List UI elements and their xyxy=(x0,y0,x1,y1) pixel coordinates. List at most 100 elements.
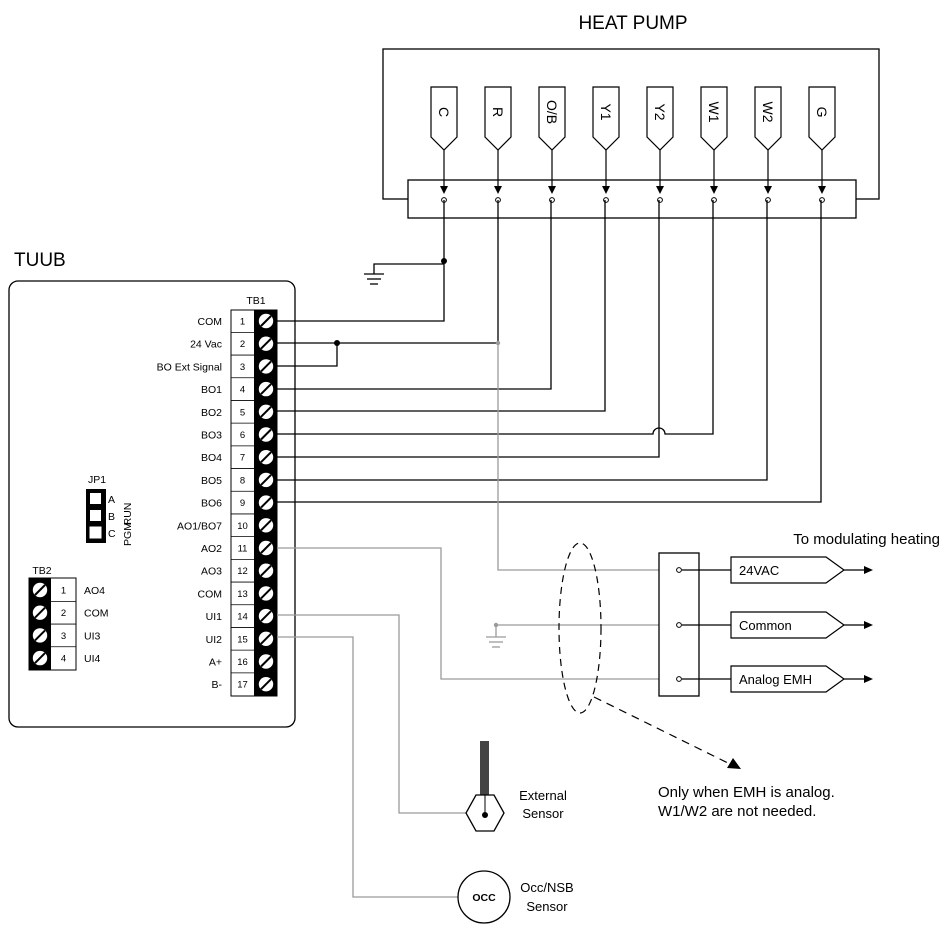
hp-terminal-1-tab xyxy=(484,86,512,151)
tb1-row-number: 4 xyxy=(240,385,245,396)
tb2-row-label: COM xyxy=(84,608,109,620)
hp-terminal-6-tab xyxy=(754,86,782,151)
tb1-row-label: BO Ext Signal xyxy=(157,361,222,373)
ground-wire-c xyxy=(373,263,444,274)
emh-note-line2: W1/W2 are not needed. xyxy=(658,803,816,820)
hp-terminal-0-arrow xyxy=(440,186,448,194)
hp-terminal-6-screw xyxy=(765,197,771,203)
wire-y1-bo2 xyxy=(277,200,606,412)
tb2-row-number: 2 xyxy=(61,608,66,619)
external-sensor: External Sensor xyxy=(465,741,567,832)
tb1-row-label: B- xyxy=(212,679,223,691)
jp1-run-label: RUN xyxy=(122,503,134,526)
tb1-row-number: 6 xyxy=(240,430,245,441)
tb1-row-label: BO4 xyxy=(201,452,222,464)
hp-terminal-3-screw xyxy=(603,197,609,203)
junction-dot-common-gray xyxy=(493,622,499,628)
tb1-row-number: 13 xyxy=(237,589,248,600)
tb1-screw-slot xyxy=(260,633,272,645)
tb1-screw-slot xyxy=(260,542,272,554)
emh-output-tag xyxy=(730,556,846,584)
note-pointer-arrowhead xyxy=(727,758,741,769)
analog-group-ellipse xyxy=(558,542,602,714)
emh-output-tag xyxy=(730,665,846,693)
tb1-screw-slot xyxy=(260,383,272,395)
tb1-row-number: 5 xyxy=(240,407,245,418)
emh-terminal-screw xyxy=(676,622,682,628)
hp-terminal-3-tab xyxy=(592,86,620,151)
tb2-row-number: 4 xyxy=(61,654,66,665)
hp-terminal-5-arrow xyxy=(710,186,718,194)
hp-terminal-4-label: Y2 xyxy=(652,103,668,120)
emh-output-arrowhead xyxy=(864,566,873,574)
tb2-screw-column xyxy=(29,578,51,670)
tb1-screw-slot xyxy=(260,474,272,486)
tb1-screw-slot xyxy=(260,315,272,327)
tb2-screw-slot xyxy=(34,584,46,596)
heat-pump-box xyxy=(382,48,880,200)
emh-header: To modulating heating xyxy=(793,531,940,548)
tb1-screw-slot xyxy=(260,337,272,350)
wiring xyxy=(277,200,822,898)
tb1-row-label: BO2 xyxy=(201,407,222,419)
hp-terminal-5-screw xyxy=(711,197,717,203)
tb1-row-label: COM xyxy=(198,316,223,328)
tb1-row-number: 10 xyxy=(237,521,248,532)
tb1-row-number: 8 xyxy=(240,475,245,486)
external-sensor-probe xyxy=(480,741,489,795)
emh-note-line1: Only when EMH is analog. xyxy=(658,784,835,801)
tb2-row-label: UI4 xyxy=(84,653,101,665)
hp-terminal-1-arrow xyxy=(494,186,502,194)
jp1-label-c: C xyxy=(108,528,116,540)
heat-pump-title: HEAT PUMP xyxy=(578,13,687,34)
wire-ao2-analog-emh xyxy=(277,547,680,680)
occ-sensor-symbol: OCC xyxy=(472,892,496,904)
tb1-row-number: 1 xyxy=(240,317,245,328)
tb2-row-number: 1 xyxy=(61,586,66,597)
wire-ob-bo1 xyxy=(277,200,552,390)
tb1-screw-slot xyxy=(260,360,272,373)
jp1-title: JP1 xyxy=(88,474,106,486)
hp-terminal-7-tab xyxy=(808,86,836,151)
tb1-screw-slot xyxy=(260,406,272,418)
wire-w1-bo3 xyxy=(277,200,714,435)
tb1-row-number: 17 xyxy=(237,680,248,691)
hp-terminal-0-tab xyxy=(430,86,458,151)
emh-output-label: Common xyxy=(739,618,792,633)
jp1-label-a: A xyxy=(108,494,115,506)
tb1-row-number: 2 xyxy=(240,339,245,350)
wire-w2-bo5 xyxy=(277,200,768,481)
jp1-pin-b xyxy=(90,510,101,521)
hp-terminal-3-arrow xyxy=(602,186,610,194)
note-pointer-line xyxy=(593,696,733,766)
tb1-row-number: 7 xyxy=(240,453,245,464)
hp-terminal-2-label: O/B xyxy=(544,100,560,124)
emh-output-tag xyxy=(730,611,846,639)
tb1-row-label: UI2 xyxy=(206,634,223,646)
wire-y2-bo4 xyxy=(277,200,660,458)
tb1-screw-slot xyxy=(260,678,272,690)
emh-terminal-screw xyxy=(676,567,682,573)
tb2-row-label: AO4 xyxy=(84,585,105,597)
tb1-row-label: UI1 xyxy=(206,611,223,623)
external-sensor-label-1: External xyxy=(519,788,567,803)
emh-output-label: Analog EMH xyxy=(739,672,812,687)
external-sensor-dot xyxy=(482,812,488,818)
tb1-row-number: 9 xyxy=(240,498,245,509)
occ-sensor-circle xyxy=(457,870,511,924)
hp-terminal-4-tab xyxy=(646,86,674,151)
hp-terminal-1-label: R xyxy=(490,107,506,117)
hp-terminal-5-label: W1 xyxy=(706,102,722,123)
emh-section: To modulating heating 24VACCommonAnalog … xyxy=(658,531,940,820)
hp-terminal-2-screw xyxy=(549,197,555,203)
external-sensor-label-2: Sensor xyxy=(522,806,564,821)
tb2-row-label: UI3 xyxy=(84,630,101,642)
tb1-row-number: 3 xyxy=(240,362,245,373)
tb1-screw-slot xyxy=(260,428,272,441)
tb1-row-label: BO5 xyxy=(201,475,222,487)
tb1-row-label: 24 Vac xyxy=(190,339,222,351)
hp-terminal-4-screw xyxy=(657,197,663,203)
tb1-screw-slot xyxy=(260,610,272,622)
